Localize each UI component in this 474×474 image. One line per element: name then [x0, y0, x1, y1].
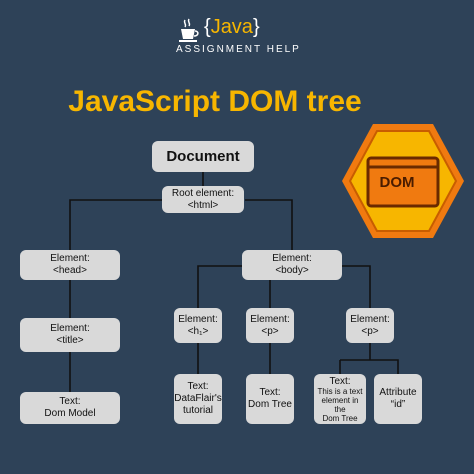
node-head: Element: <head> — [20, 250, 120, 280]
dom-hexagon-icon — [342, 124, 464, 238]
node-title-text: Text: Dom Model — [20, 392, 120, 424]
node-body: Element: <body> — [242, 250, 342, 280]
node-root-label: Root element: <html> — [171, 187, 235, 211]
page-title: JavaScript DOM tree — [68, 85, 362, 118]
brand-subtitle: ASSIGNMENT HELP — [176, 44, 301, 55]
brand-close-brace: } — [252, 16, 260, 38]
node-p2: Element: <p> — [346, 308, 394, 343]
node-title: Element: <title> — [20, 318, 120, 352]
node-attribute-label: Attribute “id” — [379, 387, 417, 410]
node-h1: Element: <h₁> — [174, 308, 222, 343]
brand-logo-text: {Java} — [204, 16, 260, 38]
node-title-text-label: Text: Dom Model — [44, 396, 96, 419]
node-document: Document — [152, 141, 254, 172]
node-head-label: Element: <head> — [50, 253, 90, 276]
node-document-label: Document — [166, 147, 240, 165]
node-h1-text-label: Text: DataFlair's tutorial — [174, 381, 222, 416]
brand-open-brace: { — [204, 16, 211, 38]
node-attribute-id: Attribute “id” — [374, 374, 422, 424]
connector-p2-children — [340, 359, 399, 374]
node-p2-text: Text: This is a text element in the Dom … — [314, 374, 366, 424]
node-h1-label: Element: <h₁> — [178, 313, 218, 337]
node-p2-text-body: This is a text element in the Dom Tree — [317, 386, 363, 423]
node-h1-text: Text: DataFlair's tutorial — [174, 374, 222, 424]
node-p1-text-label: Text: Dom Tree — [248, 387, 292, 410]
dom-badge-label: DOM — [379, 174, 415, 191]
node-p2-text-head: Text: — [329, 375, 351, 387]
node-p2-label: Element: <p> — [350, 313, 390, 337]
connector-root-head — [69, 199, 162, 250]
connector-root-body — [245, 199, 293, 250]
node-p1-text: Text: Dom Tree — [246, 374, 294, 424]
node-body-label: Element: <body> — [272, 253, 312, 276]
node-title-label: Element: <title> — [50, 323, 90, 346]
node-p1-label: Element: <p> — [250, 313, 290, 337]
brand-name: Java — [210, 16, 253, 38]
coffee-cup-icon — [179, 18, 199, 42]
node-root-html: Root element: <html> — [162, 186, 244, 213]
node-p1: Element: <p> — [246, 308, 294, 343]
